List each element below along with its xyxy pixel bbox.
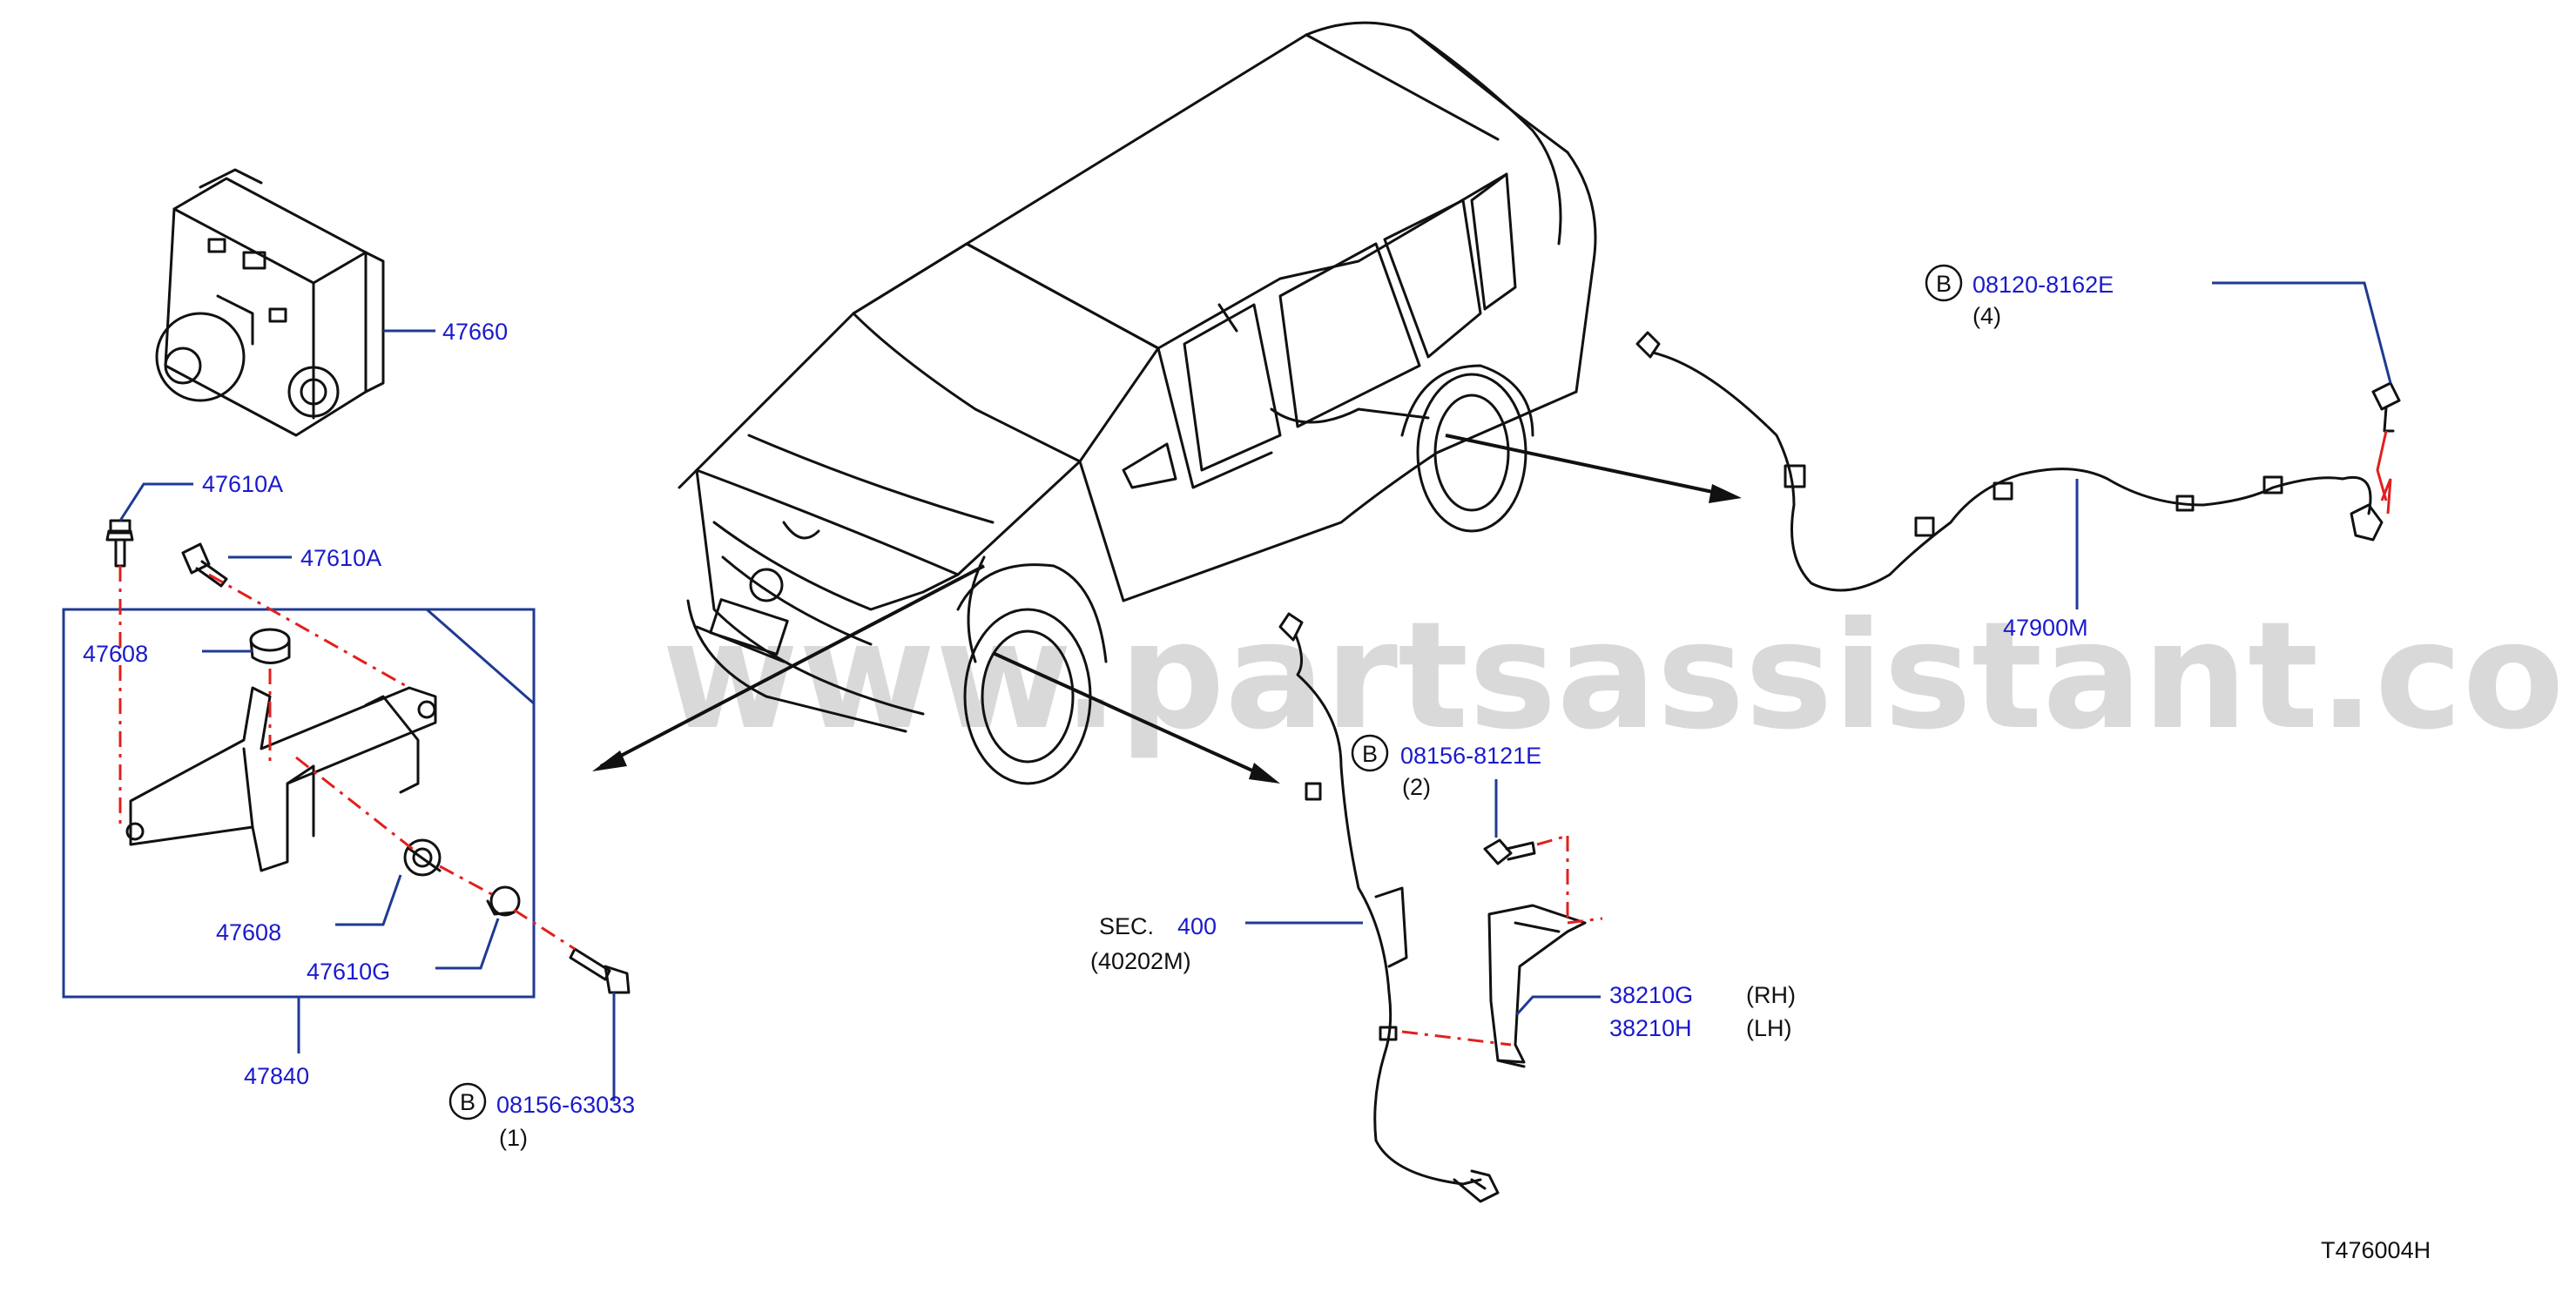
label-47610A-mid: 47610A [300,545,381,571]
bolt-b1-icon [569,947,631,994]
b-marker-2-letter: B [1362,741,1378,767]
bolt-b2-icon [1483,838,1536,865]
leader-08120-8162E [2212,281,2392,384]
leader-47610A-upper [118,482,193,522]
pointer-arrows [592,434,1742,784]
front-sensor-illustration [1278,612,1500,1203]
vehicle-illustration [678,21,1597,785]
label-qty-4: (4) [1972,303,2001,329]
label-47610A-upper: 47610A [202,471,283,497]
grommet-upper-icon [249,628,291,664]
assembly-dash-lines-rear [2376,430,2392,515]
leader-47610G [435,918,500,970]
watermark-text: www.partsassistant.com [662,590,2576,763]
leader-47608-lower [335,874,402,926]
b-marker-4-letter: B [1936,271,1952,297]
label-47608-lower: 47608 [216,919,281,945]
label-sec-400[interactable]: 400 [1177,913,1217,939]
b-marker-1-letter: B [460,1089,475,1115]
leader-38210 [1515,995,1601,1016]
label-sec-prefix: SEC. [1099,913,1154,939]
label-08120-8162E: 08120-8162E [1972,272,2114,298]
assembly-dash-lines-front [1401,834,1603,1046]
assembly-dash-lines-left [118,566,576,951]
bracket-assembly-frame [62,608,536,999]
b-marker-2 [1351,734,1389,772]
label-lh: (LH) [1746,1015,1792,1041]
label-08156-63033: 08156-63033 [496,1092,635,1118]
label-47608-upper: 47608 [83,641,148,667]
b-marker-4 [1925,264,1963,302]
bracket-illustration [125,686,437,872]
label-47900M: 47900M [2003,615,2088,641]
label-38210H: 38210H [1609,1015,1692,1041]
abs-actuator-illustration [155,168,385,437]
collar-icon [486,885,521,917]
label-38210G: 38210G [1609,982,1693,1008]
bolt-b4-icon [2371,381,2401,433]
label-47840: 47840 [244,1063,309,1089]
label-rh: (RH) [1746,982,1796,1008]
label-08156-8121E: 08156-8121E [1400,743,1541,769]
bolt-mid-icon [181,542,228,588]
label-47660: 47660 [442,319,508,345]
rear-sensor-illustration [1635,331,2384,592]
grommet-lower-icon [403,838,442,877]
label-qty-2: (2) [1402,774,1431,800]
label-qty-1: (1) [499,1125,528,1151]
sensor-bracket-illustration [1487,904,1587,1068]
label-47610G: 47610G [307,959,390,985]
bolt-upper-icon [105,519,134,568]
b-marker-1 [448,1082,487,1120]
frame-corner-line [426,608,535,705]
label-sec-ref: (40202M) [1090,948,1191,974]
diagram-code: T476004H [2321,1237,2431,1263]
